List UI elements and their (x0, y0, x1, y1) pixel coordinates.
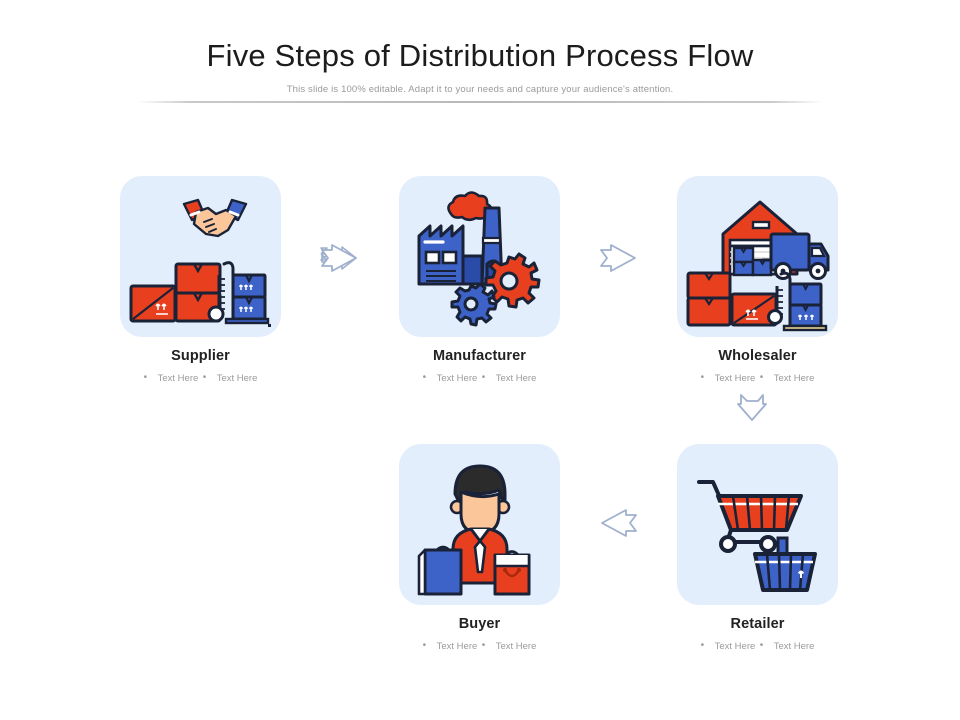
page-title: Five Steps of Distribution Process Flow (206, 38, 754, 73)
connector-supplier-to-manufacturer (318, 243, 360, 282)
arrow-down-icon (737, 394, 767, 421)
step-card-supplier[interactable]: Supplier Text Here Text Here (120, 176, 281, 387)
bullet-text: Text Here (495, 373, 537, 384)
step-bullets-retailer: Text Here Text Here (677, 636, 838, 655)
step-title-wholesaler: Wholesaler (718, 348, 797, 364)
step-title-retailer: Retailer (730, 616, 785, 632)
step-bullets-buyer: Text Here Text Here (399, 636, 560, 655)
step-icon-tile-retailer (677, 444, 838, 605)
bullet-text: Text Here (436, 641, 478, 652)
step-bullets-manufacturer: Text Here Text Here (399, 368, 560, 387)
step-bullets-supplier: Text Here Text Here (120, 368, 281, 387)
step-icon-tile-buyer (399, 444, 560, 605)
warehouse-truck-boxes-icon (686, 200, 830, 332)
bullet-text: Text Here (714, 373, 756, 384)
connector-manufacturer-to-wholesaler (597, 243, 639, 282)
bullet-text: Text Here (495, 641, 537, 652)
bullet-text: Text Here (773, 641, 815, 652)
step-card-retailer[interactable]: Retailer Text Here Text Here (677, 444, 838, 655)
header-divider (136, 101, 824, 103)
page-subtitle: This slide is 100% editable. Adapt it to… (286, 84, 674, 95)
step-icon-tile-wholesaler (677, 176, 838, 337)
step-card-wholesaler[interactable]: Wholesaler Text Here Text Here (677, 176, 838, 387)
shopper-with-bags-icon (417, 464, 531, 596)
step-title-buyer: Buyer (458, 616, 501, 632)
step-icon-tile-supplier (120, 176, 281, 337)
handshake-boxes-handtruck-icon (129, 198, 271, 327)
step-title-supplier: Supplier (171, 348, 230, 364)
arrow-right-icon (600, 244, 636, 272)
bullet-text: Text Here (773, 373, 815, 384)
slide-header: Five Steps of Distribution Process Flow … (0, 0, 960, 95)
step-bullets-wholesaler: Text Here Text Here (677, 368, 838, 387)
step-card-manufacturer[interactable]: Manufacturer Text Here Text Here (399, 176, 560, 387)
step-icon-tile-manufacturer (399, 176, 560, 337)
bullet-text: Text Here (714, 641, 756, 652)
arrow-right-icon (320, 244, 357, 272)
bullet-text: Text Here (216, 373, 258, 384)
shopping-cart-basket-icon (697, 480, 817, 592)
step-title-manufacturer: Manufacturer (432, 348, 527, 364)
factory-gears-icon (417, 191, 541, 327)
connector-wholesaler-to-retailer (736, 392, 770, 429)
step-card-buyer[interactable]: Buyer Text Here Text Here (399, 444, 560, 655)
bullet-text: Text Here (157, 373, 199, 384)
bullet-text: Text Here (436, 373, 478, 384)
arrow-left-icon (601, 509, 637, 537)
connector-retailer-to-buyer (598, 508, 640, 547)
